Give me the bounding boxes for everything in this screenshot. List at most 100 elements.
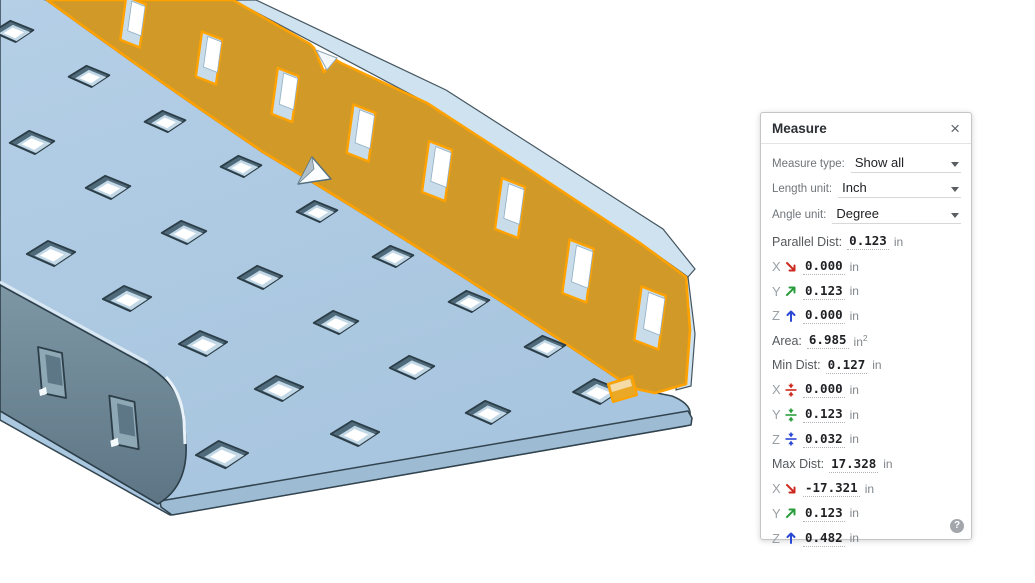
measurement-value[interactable]: 0.000	[803, 307, 845, 325]
measurement-label: Parallel Dist:	[772, 234, 843, 249]
flange-slot[interactable]	[194, 30, 224, 86]
measure-settings: Measure type: Show all Length unit: Inch…	[761, 144, 971, 225]
measurement-label: Max Dist:	[772, 457, 825, 472]
measurement-value[interactable]: 0.123	[803, 282, 845, 300]
measurement-value[interactable]: -17.321	[803, 480, 860, 498]
axis-label: X	[772, 382, 781, 398]
flange-slot[interactable]	[119, 0, 147, 49]
floor-hole[interactable]	[447, 289, 491, 313]
flange-slot[interactable]	[561, 238, 595, 304]
length-unit-row: Length unit: Inch	[772, 173, 961, 198]
measurement-value[interactable]: 0.123	[803, 504, 845, 522]
flange-slot[interactable]	[270, 66, 300, 124]
floor-hole[interactable]	[312, 309, 360, 335]
measurement-row: Max Dist: 17.328 in	[772, 452, 961, 477]
measurement-value[interactable]: 0.000	[803, 381, 845, 399]
flange-slot[interactable]	[345, 103, 377, 163]
axis-measurement-row: Z 0.000 in	[772, 304, 961, 329]
floor-hole[interactable]	[101, 285, 153, 312]
measurement-unit: in	[849, 407, 859, 422]
floor-hole[interactable]	[143, 109, 187, 133]
help-icon[interactable]: ?	[950, 519, 964, 533]
floor-hole[interactable]	[236, 264, 284, 290]
floor-hole[interactable]	[371, 244, 415, 268]
floor-hole[interactable]	[25, 240, 77, 267]
flange-slot[interactable]	[493, 176, 527, 240]
axis-label: Y	[772, 283, 781, 299]
measurement-unit: in	[883, 457, 893, 472]
floor-hole[interactable]	[388, 354, 436, 380]
floor-hole[interactable]	[177, 330, 229, 357]
measurement-value[interactable]: 0.000	[803, 258, 845, 276]
wall-bend-highlight	[0, 280, 149, 365]
measure-type-select[interactable]: Show all	[850, 154, 961, 173]
notch-facet	[314, 49, 338, 71]
wall-corner-highlight	[164, 375, 187, 445]
arrow-ne-icon	[783, 506, 803, 520]
floor-hole[interactable]	[329, 420, 381, 447]
measurement-unit: in	[893, 234, 904, 249]
floor-hole[interactable]	[84, 174, 132, 200]
floor-hole[interactable]	[219, 154, 263, 178]
chevron-down-icon	[951, 187, 959, 192]
measurement-value[interactable]: 0.032	[803, 430, 845, 448]
length-unit-select[interactable]: Inch	[838, 180, 961, 198]
measurement-value[interactable]: 0.123	[847, 233, 889, 251]
floor-hole[interactable]	[295, 199, 339, 223]
flange-slot[interactable]	[633, 285, 667, 351]
arrow-se-icon	[783, 260, 803, 274]
floor-hole[interactable]	[67, 64, 111, 88]
angle-unit-row: Angle unit: Degree	[772, 198, 961, 224]
measurement-value[interactable]: 6.985	[806, 332, 849, 350]
min-dist-icon	[783, 383, 803, 397]
measurement-unit: in	[872, 358, 882, 373]
axis-measurement-row: Y 0.123 in	[772, 501, 961, 526]
measure-type-row: Measure type: Show all	[772, 147, 961, 173]
floor-hole[interactable]	[0, 19, 35, 43]
measurement-unit: in	[864, 481, 875, 496]
axis-measurement-row: X 0.000 in	[772, 378, 961, 403]
measure-type-value: Show all	[854, 154, 905, 170]
unit-superscript: 2	[862, 332, 868, 343]
floor-hole[interactable]	[194, 440, 250, 470]
axis-measurement-row: Y 0.123 in	[772, 402, 961, 427]
measure-panel-header[interactable]: Measure ×	[761, 113, 971, 144]
flange-slot[interactable]	[420, 139, 454, 203]
flange-face-selected[interactable]	[45, 0, 692, 395]
floor-hole[interactable]	[464, 399, 512, 425]
floor-hole[interactable]	[160, 219, 208, 245]
measurement-unit: in	[849, 432, 859, 447]
wall-slot[interactable]	[108, 394, 140, 451]
measurement-value[interactable]: 0.123	[803, 406, 845, 424]
front-rim-edge[interactable]	[159, 410, 693, 516]
angle-unit-select[interactable]: Degree	[832, 206, 961, 224]
floor-hole[interactable]	[8, 129, 56, 155]
axis-measurement-row: Z 0.032 in	[772, 427, 961, 452]
measurement-value[interactable]: 0.127	[825, 356, 868, 374]
wall-slot[interactable]	[37, 346, 67, 399]
measurement-unit: in	[849, 284, 859, 299]
measurement-unit: in	[849, 308, 859, 323]
arrow-up-icon	[783, 309, 803, 323]
chevron-down-icon	[951, 161, 959, 167]
axis-label: Y	[772, 407, 781, 423]
measure-panel: Measure × Measure type: Show all Length …	[760, 112, 972, 547]
axis-label: Y	[772, 505, 781, 521]
axis-label: Z	[772, 308, 780, 324]
measurement-value[interactable]: 17.328	[829, 455, 879, 473]
measurement-unit: in	[849, 506, 859, 521]
close-icon[interactable]: ×	[950, 118, 960, 138]
floor-hole[interactable]	[523, 334, 567, 358]
length-unit-label: Length unit:	[772, 183, 833, 195]
measurement-value[interactable]: 0.482	[803, 529, 845, 547]
floor-hole[interactable]	[253, 375, 305, 402]
axis-label: Z	[772, 530, 780, 546]
axis-measurement-row: Y 0.123 in	[772, 279, 961, 304]
axis-label: Z	[772, 431, 780, 447]
measurement-unit: in	[849, 382, 859, 397]
